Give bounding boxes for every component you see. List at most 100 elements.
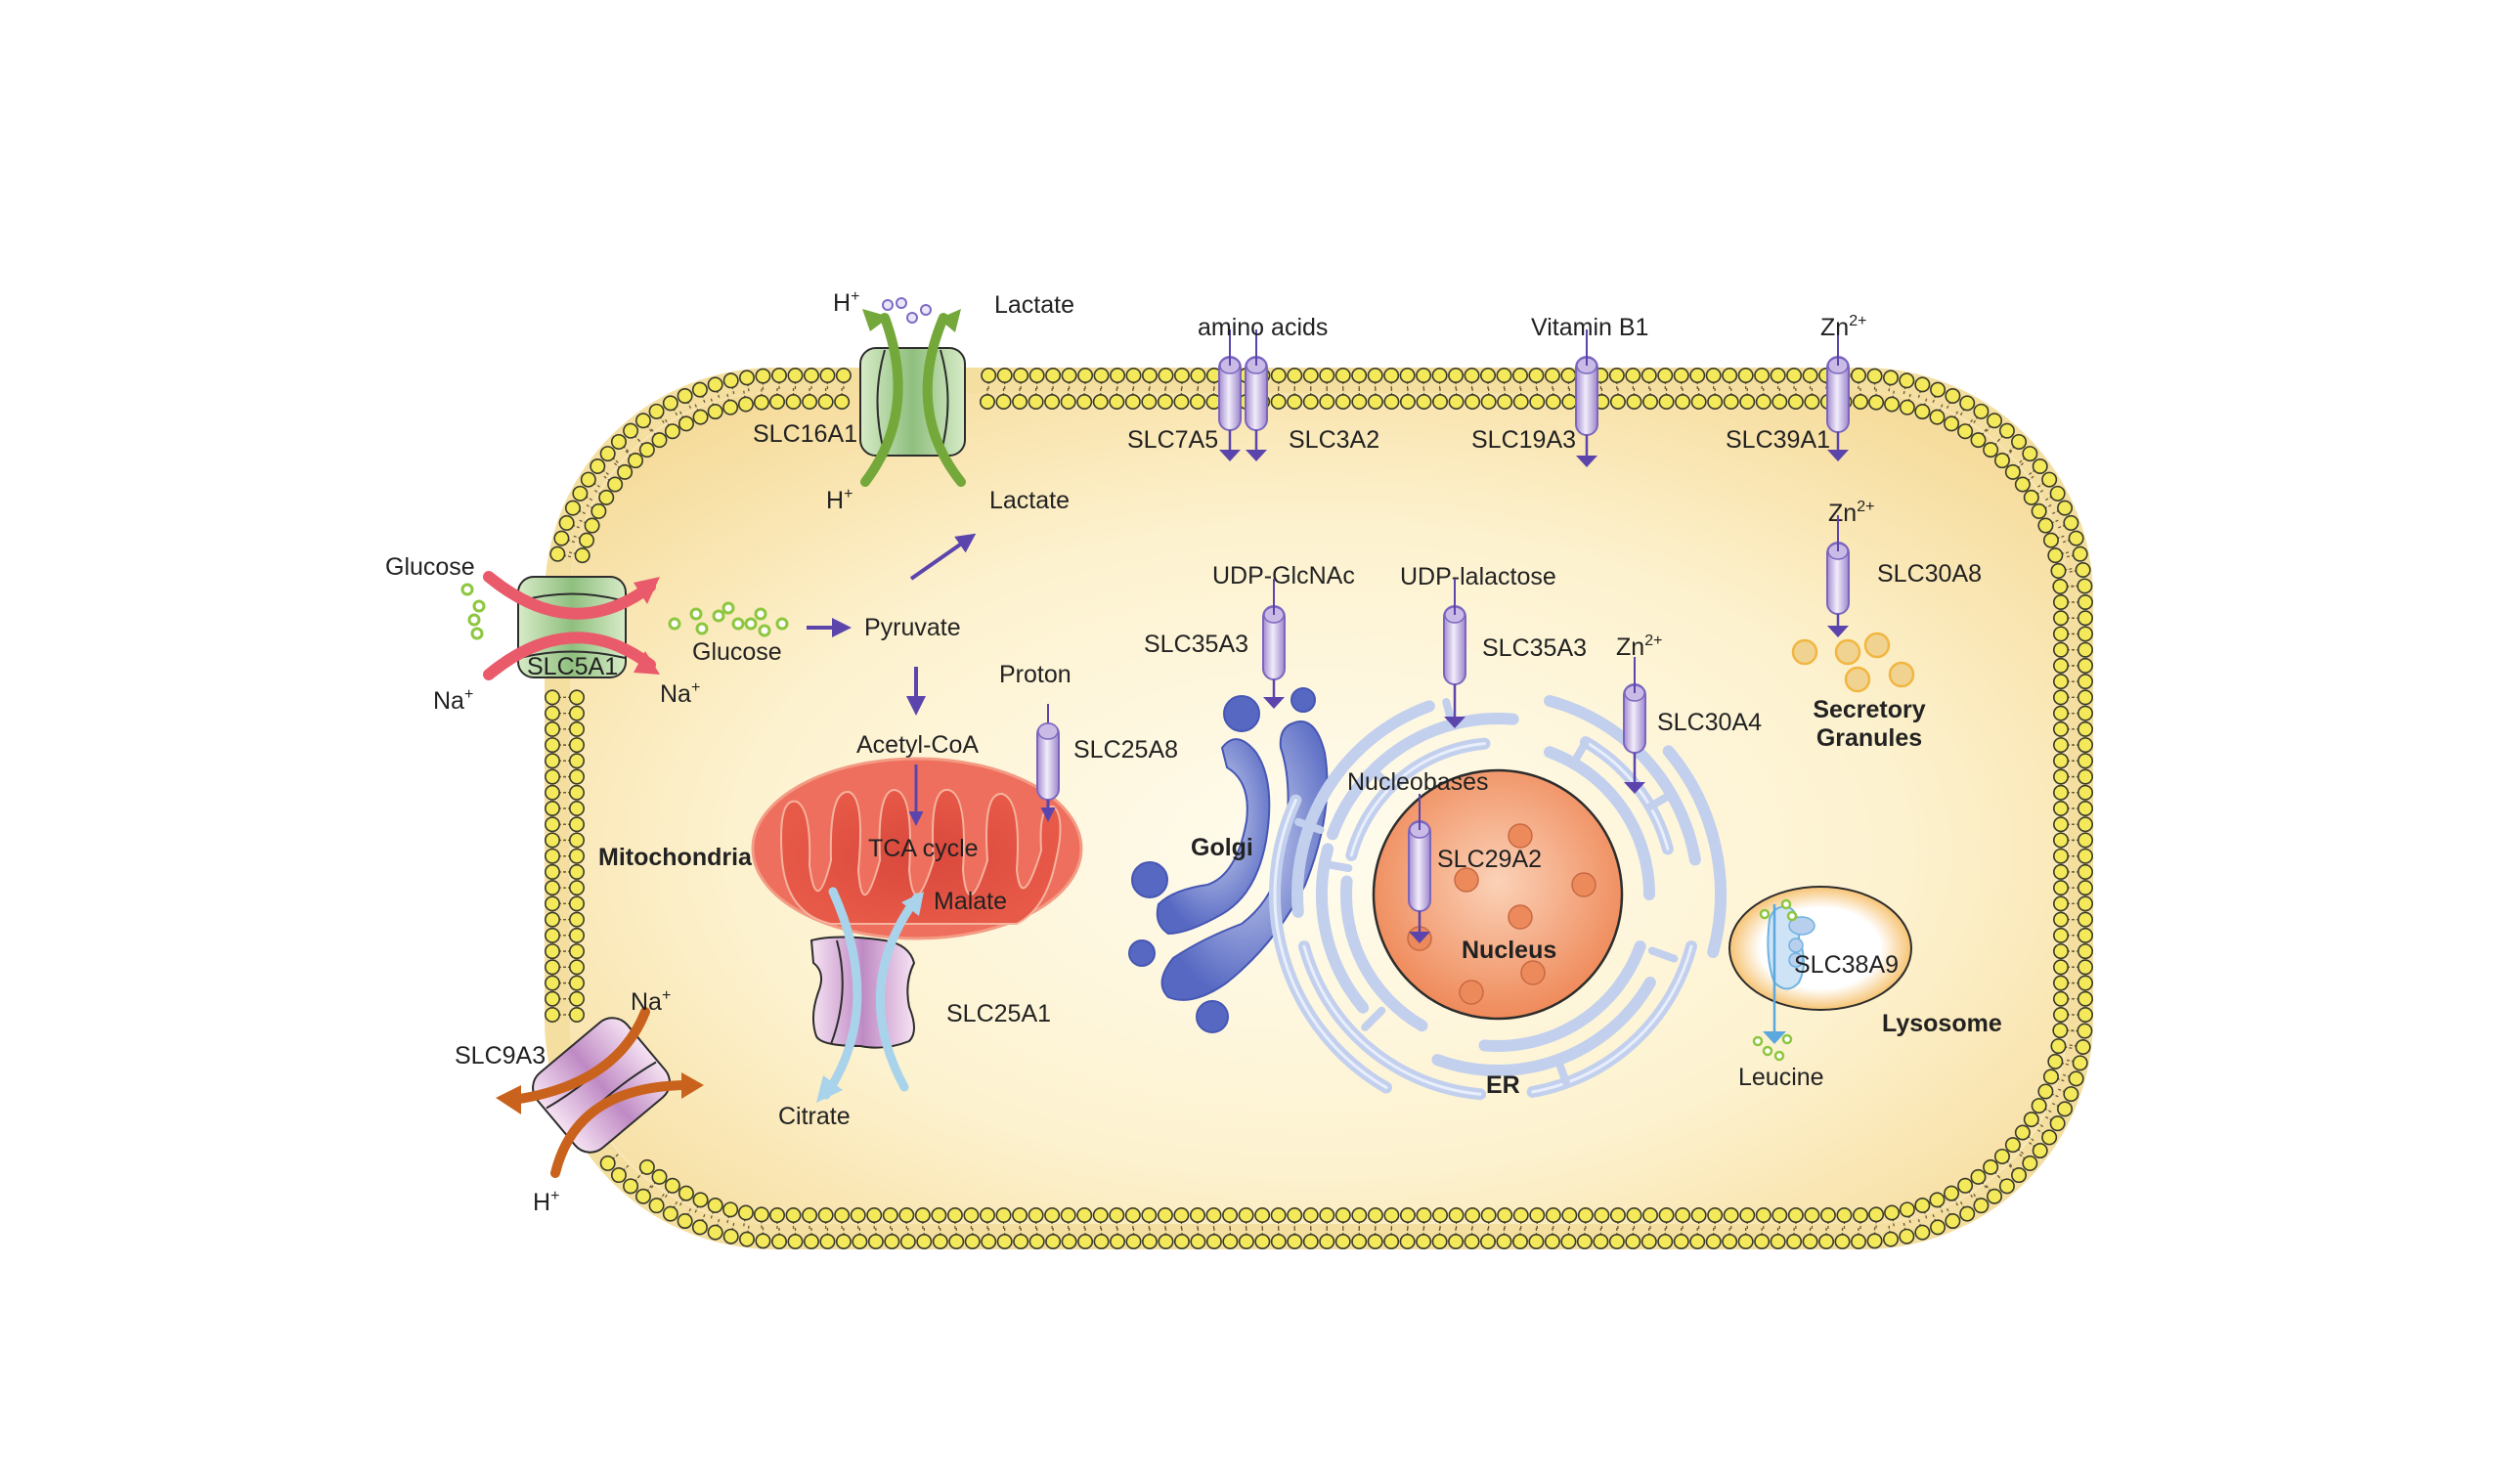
- lipid-head: [617, 463, 634, 480]
- lipid-head: [1399, 1207, 1416, 1224]
- glucose-dots-inside: [668, 601, 789, 637]
- lipid-head: [1608, 367, 1625, 383]
- er-label: ER: [1486, 1071, 1520, 1099]
- lipid-head: [651, 432, 668, 449]
- lipid-head: [1416, 367, 1432, 383]
- lipid-head: [544, 816, 560, 833]
- lipid-head: [1173, 367, 1190, 383]
- lipid-head: [1093, 367, 1110, 383]
- lipid-head: [1028, 1234, 1045, 1250]
- zn-er-label: Zn2+: [1616, 633, 1662, 661]
- lipid-head: [1480, 1234, 1497, 1250]
- lipid-head: [2053, 626, 2070, 642]
- lipid-head: [867, 1234, 884, 1250]
- lipid-head: [544, 753, 560, 769]
- lipid-head: [1512, 1207, 1529, 1224]
- lipid-head: [979, 393, 995, 410]
- slc29a2-transporter[interactable]: [1408, 794, 1431, 943]
- lipid-head: [819, 367, 836, 383]
- golgi-slc35a3-transporter[interactable]: [1262, 579, 1286, 709]
- er-bridge: [1569, 738, 1590, 767]
- lipid-head: [1012, 1207, 1028, 1224]
- lipid-head: [1642, 1207, 1659, 1224]
- lipid-head: [1157, 393, 1173, 410]
- lipid-head: [1464, 367, 1480, 383]
- slc30a8-transporter[interactable]: [1826, 515, 1850, 637]
- slc30a4-transporter[interactable]: [1623, 657, 1646, 794]
- lipid-head: [738, 370, 755, 386]
- lipid-head: [1511, 1234, 1528, 1250]
- lipid-head: [1609, 393, 1626, 410]
- lipid-head: [1883, 370, 1900, 386]
- lipid-head: [2078, 1007, 2094, 1024]
- lipid-head: [1367, 393, 1383, 410]
- lipid-head: [1577, 1207, 1594, 1224]
- nucleus[interactable]: [1372, 768, 1624, 1021]
- lipid-head: [1705, 1234, 1722, 1250]
- er-bridge: [1645, 791, 1675, 810]
- lipid-head: [1987, 1188, 2003, 1204]
- amino-acids-label: amino acids: [1198, 314, 1328, 341]
- nucleus-label: Nucleus: [1462, 937, 1556, 964]
- slc5a1-transporter[interactable]: [483, 571, 660, 680]
- lipid-head: [1093, 1234, 1110, 1250]
- slc3a2-label: SLC3A2: [1289, 426, 1379, 454]
- lipid-head: [802, 393, 818, 410]
- golgi[interactable]: [1128, 687, 1329, 1033]
- lipid-head: [707, 376, 723, 393]
- lipid-head: [1594, 1207, 1610, 1224]
- er-slc35a3-transporter[interactable]: [1443, 579, 1466, 728]
- slc7a5-transporter[interactable]: [1218, 329, 1242, 461]
- lipid-head: [1076, 393, 1093, 410]
- lipid-head: [2053, 753, 2070, 769]
- lipid-head: [1722, 367, 1738, 383]
- lipid-head: [817, 1207, 834, 1224]
- lipid-head: [1576, 1234, 1593, 1250]
- lipid-head: [948, 1234, 965, 1250]
- lipid-head: [2023, 1112, 2039, 1128]
- lipid-head: [1189, 1207, 1205, 1224]
- lipid-head: [1561, 393, 1578, 410]
- lipid-head: [1158, 1234, 1174, 1250]
- lipid-head: [1238, 1234, 1254, 1250]
- slc25a1-label: SLC25A1: [946, 1000, 1051, 1027]
- slc25a8-transporter[interactable]: [1036, 704, 1060, 822]
- lipid-head: [580, 471, 596, 488]
- endoplasmic-reticulum[interactable]: [1269, 695, 1727, 1101]
- lipid-head: [2078, 768, 2094, 785]
- lipid-head: [568, 705, 585, 721]
- slc16a1-transporter[interactable]: [859, 297, 966, 487]
- lipid-head: [1319, 393, 1335, 410]
- slc39a1-transporter[interactable]: [1826, 329, 1850, 461]
- lipid-head: [1480, 1207, 1497, 1224]
- lipid-head: [2078, 641, 2094, 658]
- slc5a1-out-na: Na+: [433, 686, 473, 715]
- slc38a9-label: SLC38A9: [1794, 951, 1899, 979]
- lipid-head: [2053, 863, 2070, 880]
- slc19a3-transporter[interactable]: [1575, 329, 1598, 467]
- lipid-head: [753, 394, 769, 411]
- lipid-head: [1045, 367, 1062, 383]
- lysosome[interactable]: [1728, 886, 1912, 1062]
- lipid-head: [1959, 1205, 1976, 1222]
- lipid-head: [1383, 1207, 1400, 1224]
- lipid-head: [1853, 1207, 1869, 1224]
- lipid-head: [1707, 1207, 1724, 1224]
- lipid-head: [995, 393, 1012, 410]
- lipid-head: [2049, 485, 2066, 502]
- lipid-head: [2078, 737, 2094, 754]
- lipid-head: [1432, 393, 1449, 410]
- lipid-head: [852, 1234, 868, 1250]
- acetyl-coa-label: Acetyl-CoA: [856, 731, 979, 759]
- lipid-head: [1287, 367, 1303, 383]
- lipid-head: [568, 927, 585, 943]
- secretory-label-1: Secretory: [1813, 696, 1925, 723]
- lipid-head: [1973, 1198, 1990, 1214]
- lipid-head: [677, 1213, 693, 1230]
- lipid-head: [1770, 367, 1786, 383]
- lipid-head: [1560, 1234, 1577, 1250]
- slc25a1-transporter[interactable]: [809, 887, 924, 1103]
- lipid-head: [2053, 657, 2070, 674]
- slc3a2-transporter[interactable]: [1245, 329, 1268, 461]
- slc9a3-transporter[interactable]: [496, 1007, 704, 1178]
